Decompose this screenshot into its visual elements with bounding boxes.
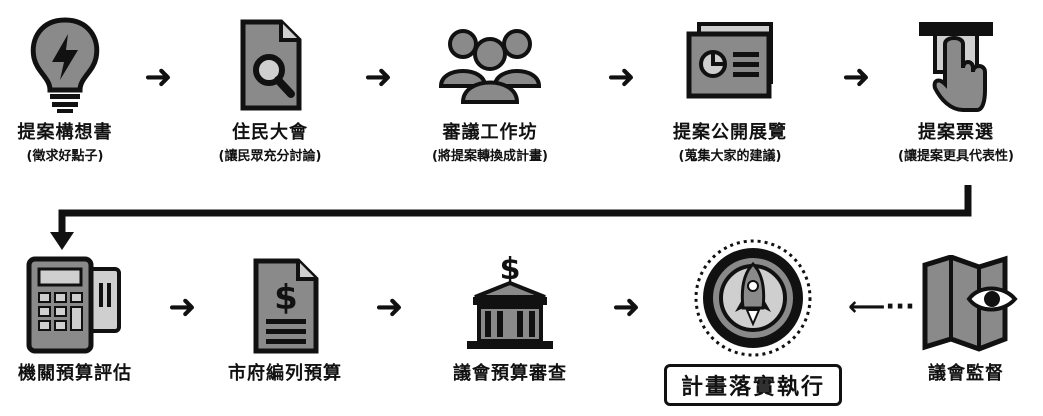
step-label: 提案公開展覽: [673, 122, 787, 143]
arrow-right-icon: ➜: [612, 287, 641, 327]
step-sublabel: (將提案轉換成計畫): [432, 149, 548, 164]
council-building-icon: $: [420, 255, 600, 355]
document-search-icon: [180, 14, 360, 114]
step-label: 機關預算評估: [18, 363, 132, 384]
svg-text:$: $: [500, 255, 521, 287]
calculator-icon: [0, 255, 165, 355]
step-sublabel: (徵求好點子): [26, 149, 104, 164]
map-eye-icon: [876, 255, 1043, 355]
step-label: 市府編列預算: [228, 363, 342, 384]
step-agency-budget-evaluation: 機關預算評估: [0, 255, 165, 385]
step-proposal-vote: 提案票選 (讓提案更具代表性): [866, 14, 1043, 166]
arrow-right-icon: ➜: [364, 57, 393, 97]
ballot-vote-icon: [866, 14, 1043, 114]
step-city-budget-planning: $ 市府編列預算: [195, 255, 375, 385]
arrow-right-icon: ➜: [842, 57, 871, 97]
lightbulb-icon: [0, 14, 155, 114]
step-label: 提案票選: [918, 122, 994, 143]
step-label: 議會監督: [928, 363, 1004, 384]
step-label: 住民大會: [232, 122, 308, 143]
arrow-right-icon: ➜: [607, 57, 636, 97]
arrow-right-icon: ➜: [144, 57, 173, 97]
step-council-oversight: 議會監督: [876, 255, 1043, 385]
step-proposal-concept: 提案構想書 (徵求好點子): [0, 14, 155, 166]
step-plan-implementation: 計畫落實執行: [663, 238, 843, 406]
arrow-right-icon: ➜: [375, 287, 404, 327]
step-sublabel: (讓提案更具代表性): [898, 149, 1014, 164]
presentation-board-icon: [640, 14, 820, 114]
svg-text:$: $: [274, 278, 298, 318]
step-residents-assembly: 住民大會 (讓民眾充分討論): [180, 14, 360, 166]
rocket-badge-icon: [663, 238, 843, 358]
step-label: 提案構想書: [17, 122, 113, 143]
budget-document-icon: $: [195, 255, 375, 355]
arrow-right-icon: ➜: [168, 287, 197, 327]
step-council-budget-review: $ 議會預算審查: [420, 255, 600, 385]
step-sublabel: (讓民眾充分討論): [218, 149, 322, 164]
step-label: 議會預算審查: [453, 363, 567, 384]
step-label: 審議工作坊: [442, 122, 538, 143]
step-deliberation-workshop: 審議工作坊 (將提案轉換成計畫): [400, 14, 580, 166]
final-step-label: 計畫落實執行: [663, 364, 842, 406]
step-sublabel: (蒐集大家的建議): [678, 149, 782, 164]
arrow-left-dotted-icon: ⟵···: [848, 292, 915, 322]
people-group-icon: [400, 14, 580, 114]
step-public-exhibition: 提案公開展覽 (蒐集大家的建議): [640, 14, 820, 166]
